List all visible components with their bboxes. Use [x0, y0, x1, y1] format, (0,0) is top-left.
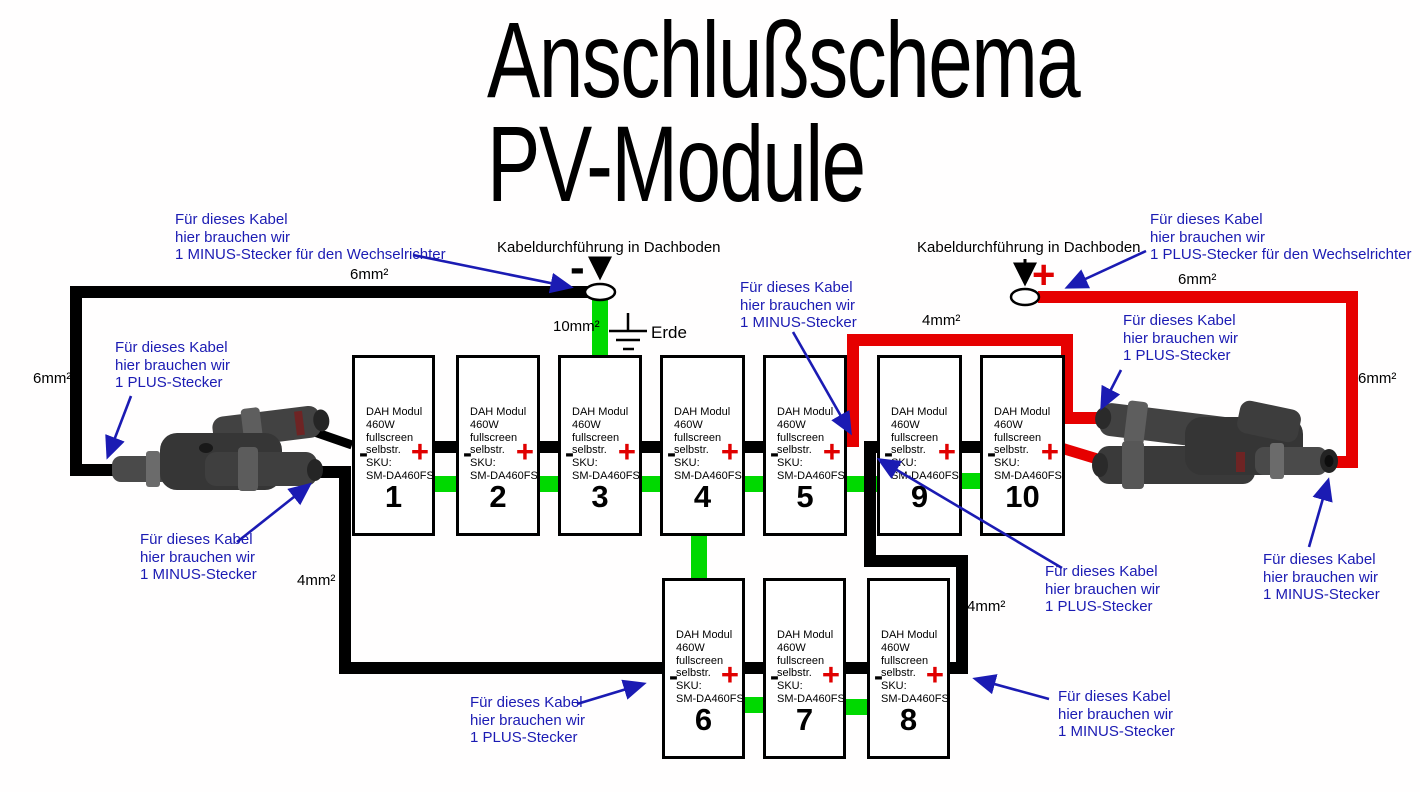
- module-number: 2: [489, 479, 507, 514]
- y-connector-left: [112, 405, 330, 491]
- label-6mm-far-left: 6mm²: [33, 370, 72, 387]
- module-number: 7: [795, 702, 814, 737]
- earth-symbol: [609, 313, 647, 351]
- label-4mm-left: 4mm²: [297, 572, 336, 589]
- module-number: 10: [1005, 479, 1040, 514]
- label-roof-feedthrough-right: Kabeldurchführung in Dachboden: [917, 239, 1141, 256]
- label-6mm-top-left: 6mm²: [350, 266, 389, 283]
- title-line-1: Anschlußschema: [487, 0, 1081, 120]
- roof-grommet-left: [583, 282, 617, 302]
- module-plus-terminal: +: [720, 434, 739, 469]
- module-minus-terminal: -: [874, 661, 883, 691]
- roof-minus-sign: -: [570, 243, 585, 292]
- label-6mm-right: 6mm²: [1358, 370, 1397, 387]
- module-number: 6: [694, 702, 713, 737]
- label-10mm: 10mm²: [553, 318, 600, 335]
- label-roof-feedthrough-left: Kabeldurchführung in Dachboden: [497, 239, 721, 256]
- module-number: 5: [796, 479, 814, 514]
- module-plus-terminal: +: [720, 657, 739, 692]
- module-plus-terminal: +: [822, 434, 841, 469]
- arrow-plus-inverter-cable: [1064, 249, 1147, 289]
- module-number: 3: [591, 479, 609, 514]
- module-plus-terminal: +: [821, 657, 840, 692]
- title-line-2: PV-Module: [487, 103, 866, 224]
- arrow-right-connector-output: [1307, 477, 1333, 548]
- module-minus-terminal: -: [667, 438, 676, 468]
- arrow-bottom-plus: [576, 679, 647, 706]
- label-earth: Erde: [651, 323, 687, 342]
- module-minus-terminal: -: [770, 438, 779, 468]
- module-number: 9: [910, 479, 929, 514]
- module-minus-terminal: -: [669, 661, 678, 691]
- module-number: 1: [384, 479, 403, 514]
- arrow-bottom-minus: [972, 674, 1050, 701]
- module-minus-terminal: -: [987, 438, 996, 468]
- module-number: 8: [899, 702, 918, 737]
- module-plus-terminal: +: [617, 434, 636, 469]
- label-4mm-right: 4mm²: [967, 598, 1006, 615]
- module-minus-terminal: -: [770, 661, 779, 691]
- arrow-left-connector-output: [105, 395, 133, 460]
- label-4mm-mid: 4mm²: [922, 312, 961, 329]
- label-6mm-top-right: 6mm²: [1178, 271, 1217, 288]
- roof-plus-sign: +: [1032, 253, 1056, 297]
- module-number: 4: [693, 479, 712, 514]
- arrow-right-connector-input: [1100, 369, 1123, 411]
